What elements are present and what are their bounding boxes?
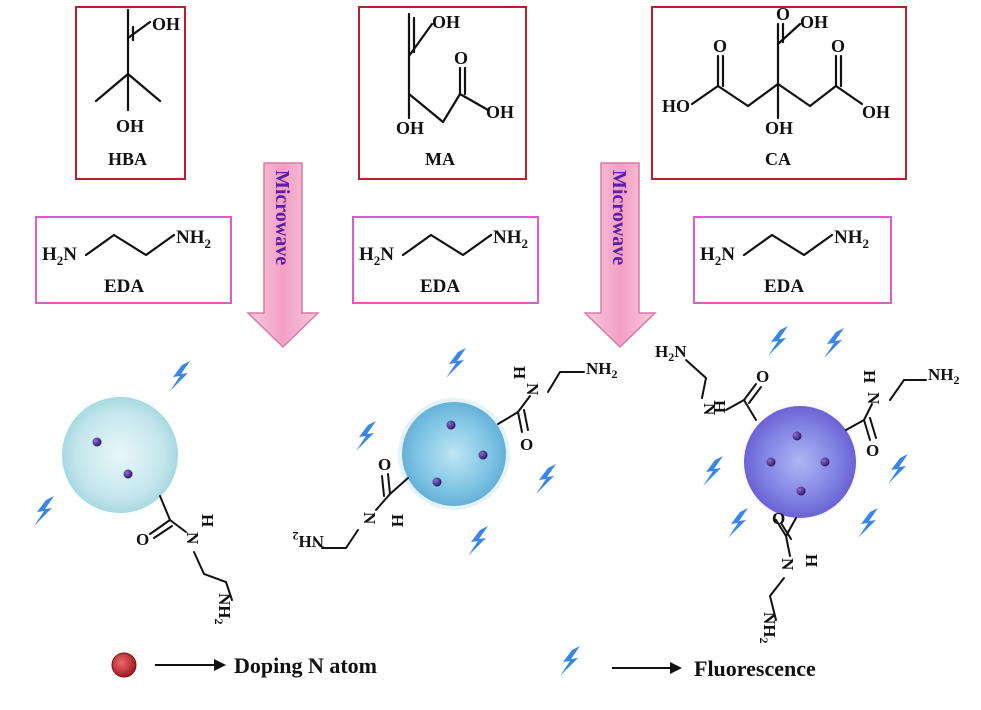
cd3-amide-n-1: N	[700, 403, 719, 416]
cd2-carbonyl-o-2: O	[378, 455, 391, 474]
eda-3-h2n: H2N	[700, 244, 735, 268]
cd1-amide-n: N	[183, 532, 202, 545]
n-atom-dot	[766, 457, 776, 467]
cd1-amine: NH2	[212, 593, 234, 625]
cd2-carbonyl-o-1: O	[520, 435, 533, 454]
eda-1-label: EDA	[104, 276, 144, 297]
eda-1-nh2: NH2	[176, 227, 211, 251]
cd3-carbonyl-o-3: O	[772, 509, 785, 528]
carbon-dot-1: O N H NH2	[34, 361, 234, 625]
cd1-amide-h: H	[198, 514, 217, 527]
fluorescence-bolt	[728, 508, 748, 538]
cd3-amide-h-3: H	[802, 554, 821, 567]
ca-o-left: O	[713, 36, 727, 56]
n-atom-dot	[796, 486, 806, 496]
n-atom-dot	[820, 457, 830, 467]
ma-oh-bottom: OH	[396, 118, 424, 138]
cd2-amide-h-1: H	[510, 366, 529, 379]
eda-2-h2n: H2N	[359, 244, 394, 268]
ca-o-top: O	[776, 4, 790, 24]
ca-oh-right: OH	[862, 102, 890, 122]
microwave-label-2: Microwave	[608, 170, 630, 265]
cd2-amide-n-1: N	[523, 383, 542, 396]
legend: Doping N atom Fluorescence	[111, 646, 816, 681]
legend-dot-icon	[111, 652, 137, 678]
eda-box-3: H2N NH2 EDA	[693, 216, 892, 304]
n-atom-dot	[792, 431, 802, 441]
legend-bolt-icon	[560, 646, 580, 676]
fluorescence-bolt	[824, 328, 844, 358]
eda-3-label: EDA	[764, 276, 804, 297]
cd3-carbonyl-o-1: O	[756, 367, 769, 386]
microwave-label-1: Microwave	[271, 170, 293, 265]
fluorescence-bolt	[768, 326, 788, 356]
n-atom-dot	[432, 477, 442, 487]
legend-fluorescence-label: Fluorescence	[694, 656, 816, 681]
cd3-amine-2: NH2	[928, 365, 960, 387]
cd2-amide-n-2: N	[360, 512, 379, 525]
ca-label: CA	[765, 149, 791, 169]
microwave-arrow-1: Microwave	[246, 162, 320, 349]
eda-box-2: H2N NH2 EDA	[352, 216, 539, 304]
ma-oh-top: OH	[432, 12, 460, 32]
ma-label: MA	[425, 149, 455, 169]
fluorescence-bolt	[888, 454, 908, 484]
fluorescence-bolt	[468, 526, 488, 556]
cd3-amide-n-3: N	[778, 558, 797, 571]
fluorescence-bolt	[703, 456, 723, 486]
ca-oh-top: OH	[800, 12, 828, 32]
n-atom-dot	[446, 420, 456, 430]
ma-oh-right: OH	[486, 102, 514, 122]
fluorescence-bolt	[536, 464, 556, 494]
hba-label: HBA	[108, 149, 147, 169]
cd3-carbonyl-o-2: O	[866, 441, 879, 460]
ca-oh-bottom: OH	[765, 118, 793, 138]
hba-oh-bottom: OH	[116, 116, 144, 136]
n-atom-dot	[123, 469, 133, 479]
cd2-amine-2: NH2	[293, 529, 325, 551]
eda-3-nh2: NH2	[834, 227, 869, 251]
fluorescence-bolt	[356, 421, 376, 451]
legend-arrow-icon	[670, 662, 682, 674]
eda-2-label: EDA	[420, 276, 460, 297]
cd3-amine-3: NH2	[757, 612, 779, 644]
eda-1-h2n: H2N	[42, 244, 77, 268]
n-atom-dot	[92, 437, 102, 447]
ca-ho-left: HO	[662, 96, 690, 116]
eda-2-nh2: NH2	[493, 227, 528, 251]
reactant-box-hba: OH OH HBA	[75, 6, 186, 180]
carbon-dot-3: H2N N H O O N H NH2 O N H NH2	[655, 326, 960, 644]
ma-o: O	[454, 48, 468, 68]
cd3-amine-1: H2N	[655, 342, 687, 364]
cd2-amine-1: NH2	[586, 359, 618, 381]
legend-doping-label: Doping N atom	[234, 653, 377, 678]
ca-o-right: O	[831, 36, 845, 56]
carbon-dot-2: O N H NH2 O N H NH2	[293, 348, 618, 556]
hba-oh-top: OH	[152, 14, 180, 34]
fluorescence-bolt	[34, 496, 54, 526]
eda-box-1: H2N NH2 EDA	[35, 216, 232, 304]
cd1-carbonyl-o: O	[136, 530, 149, 549]
cd3-amide-n-2: N	[864, 392, 883, 405]
fluorescence-bolt	[446, 348, 466, 378]
reactant-box-ca: O OH O O HO OH OH CA	[651, 4, 907, 180]
fluorescence-bolt	[858, 508, 878, 538]
n-atom-dot	[478, 450, 488, 460]
cd3-amide-h-1: H	[710, 400, 729, 413]
cd3-amide-h-2: H	[860, 370, 879, 383]
cd2-amide-h-2: H	[388, 514, 407, 527]
microwave-arrow-2: Microwave	[583, 162, 657, 349]
legend-arrow-icon	[214, 659, 226, 671]
reactant-box-ma: OH O OH OH MA	[358, 6, 527, 180]
fluorescence-bolt	[170, 361, 190, 391]
